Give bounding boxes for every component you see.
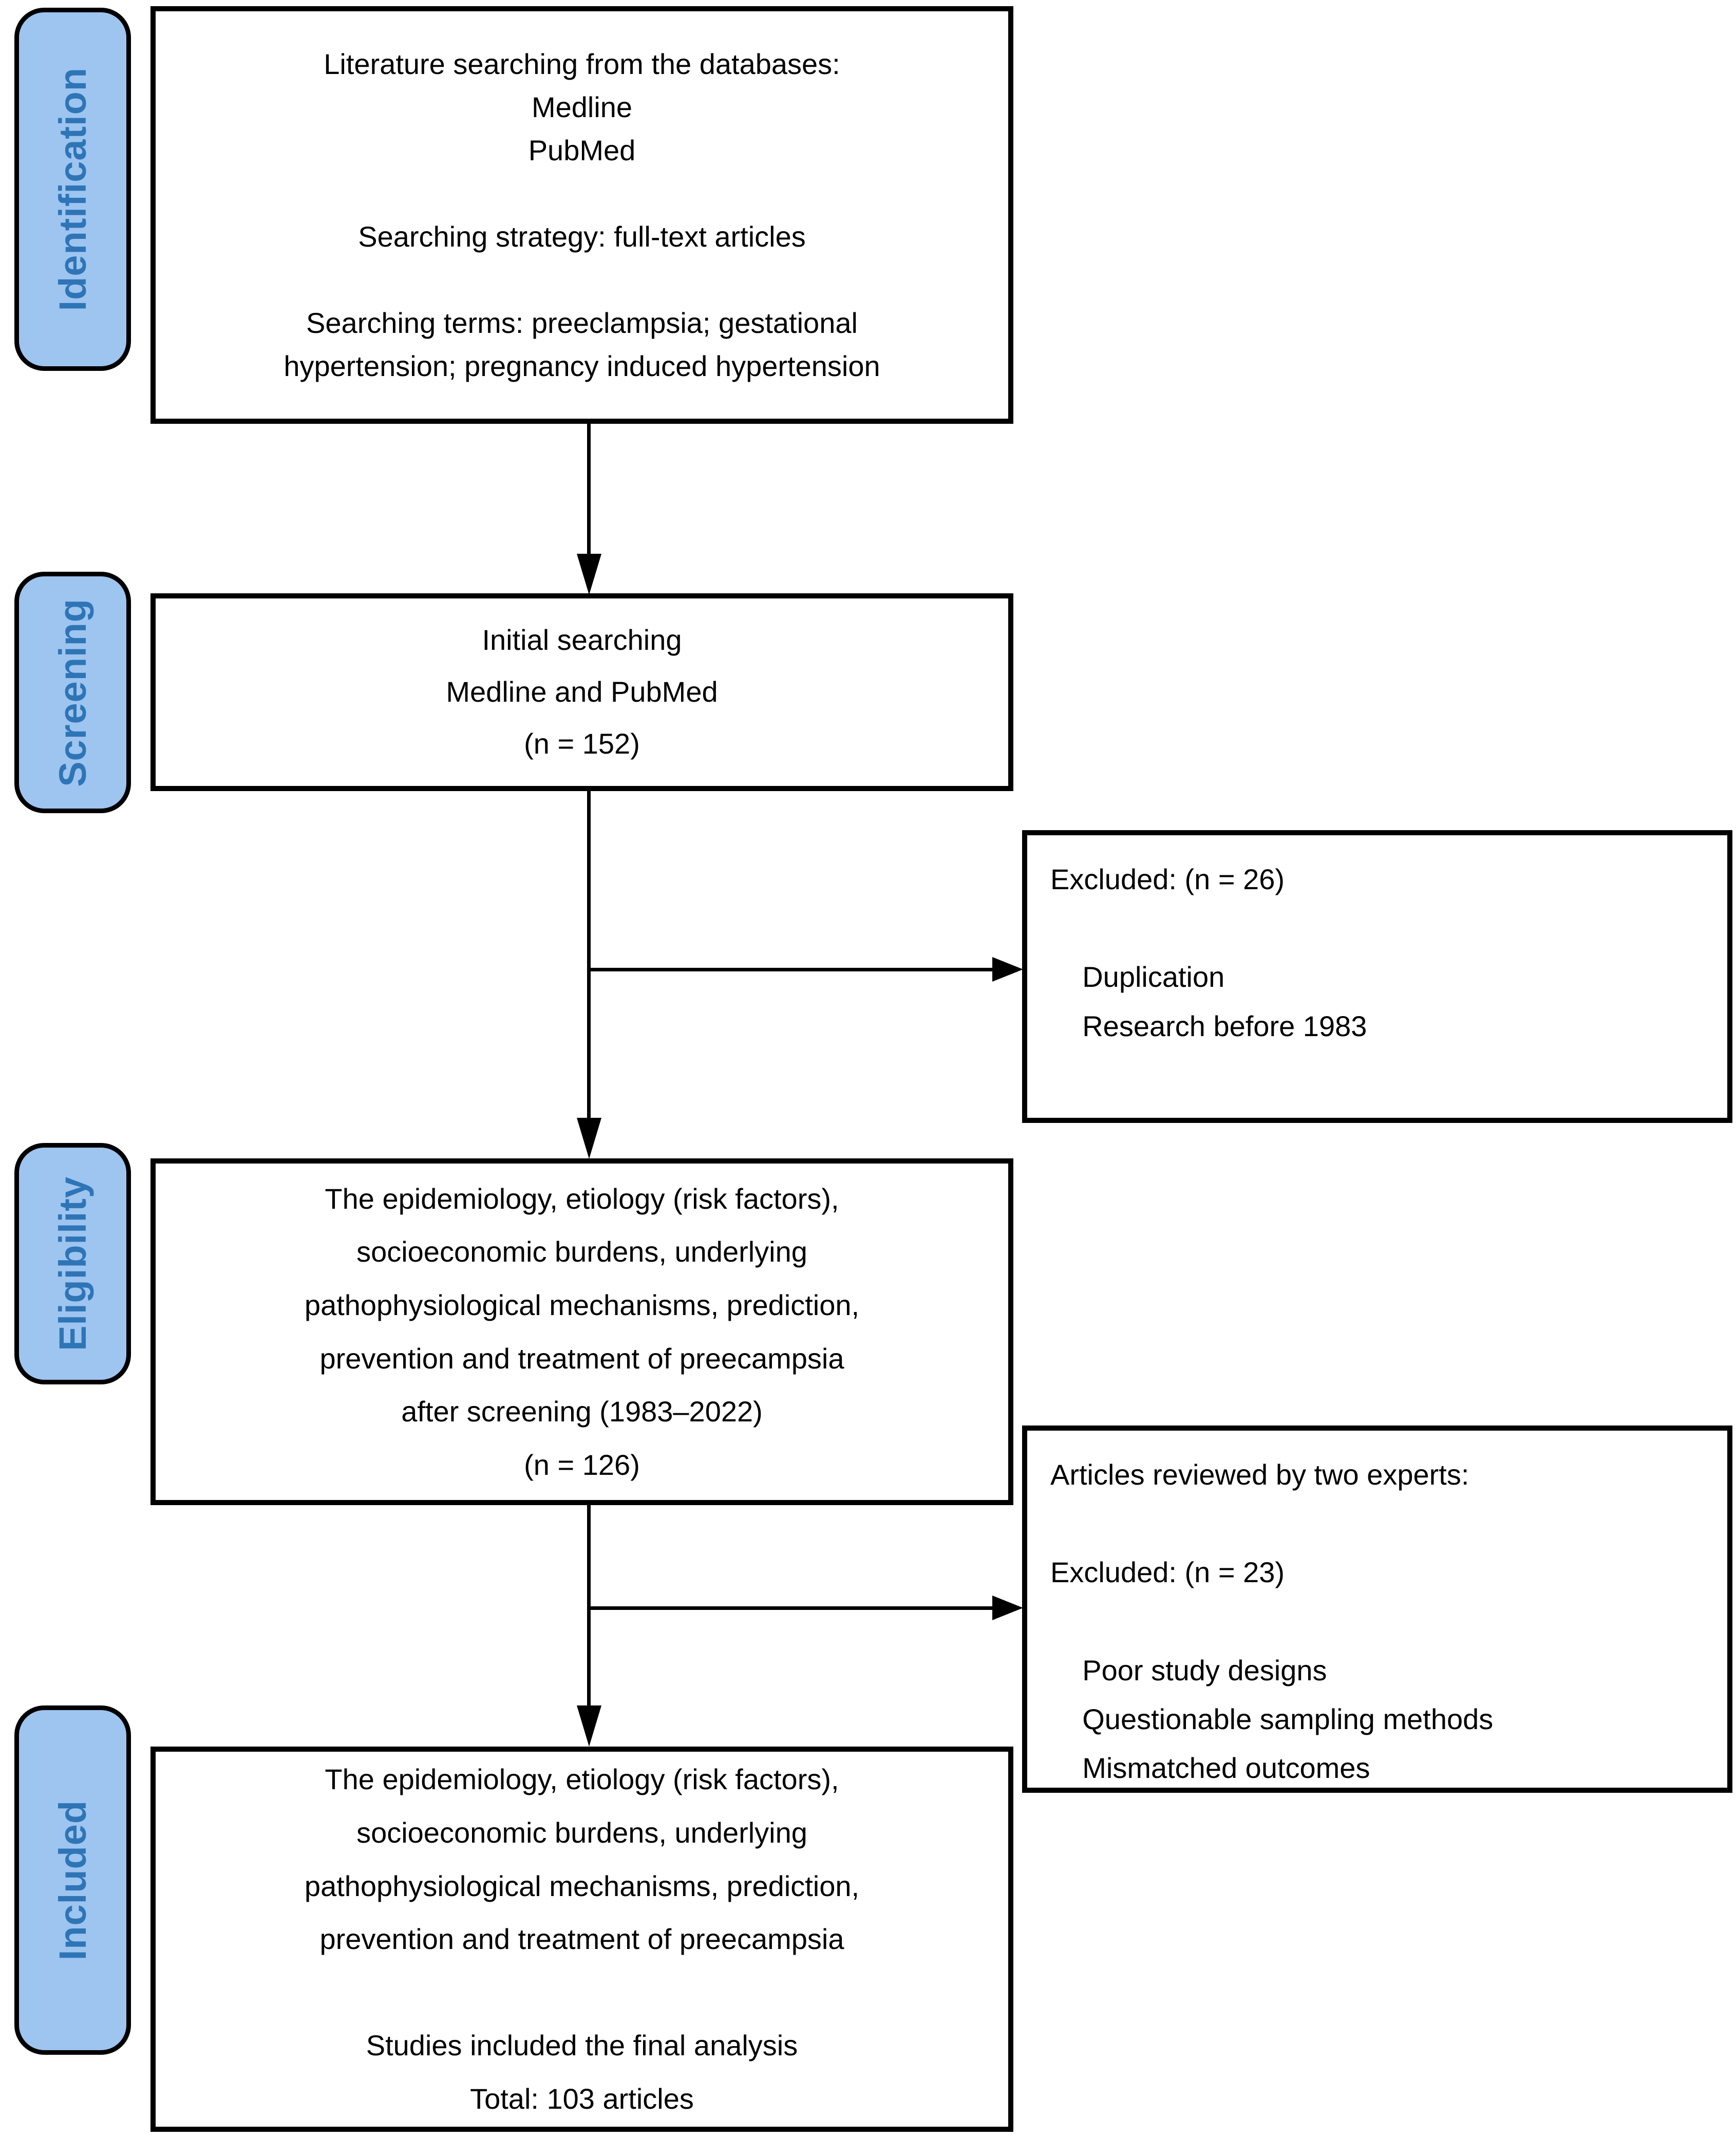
- stage-label-text: Screening: [51, 598, 94, 787]
- stage-label-eligibility: Eligibility: [14, 1143, 131, 1384]
- connector-branch-to-expert-review: [589, 1606, 994, 1610]
- stage-label-identification: Identification: [14, 8, 131, 371]
- arrow-down-icon: [577, 1118, 601, 1159]
- connector-line-screening-to-eligibility: [587, 787, 591, 1119]
- flow-box-text: Initial searching Medline and PubMed (n …: [446, 624, 718, 760]
- stage-label-text: Included: [51, 1799, 94, 1961]
- flow-box-text: The epidemiology, etiology (risk factors…: [304, 1763, 860, 2115]
- flow-box-after-screening: The epidemiology, etiology (risk factors…: [150, 1158, 1013, 1505]
- arrow-right-icon: [992, 1596, 1023, 1620]
- stage-label-screening: Screening: [14, 572, 131, 813]
- connector-line-identification-to-screening: [587, 420, 591, 555]
- flow-box-text: The epidemiology, etiology (risk factors…: [304, 1182, 860, 1481]
- flow-box-included-final-analysis: The epidemiology, etiology (risk factors…: [150, 1747, 1013, 2132]
- stage-label-text: Eligibility: [51, 1176, 94, 1351]
- arrow-down-icon: [577, 554, 601, 595]
- connector-branch-to-excluded: [589, 968, 994, 971]
- connector-line-eligibility-to-included: [587, 1502, 591, 1707]
- flow-box-initial-search: Initial searching Medline and PubMed (n …: [150, 593, 1013, 791]
- arrow-right-icon: [992, 957, 1023, 982]
- side-box-excluded-expert-review: Articles reviewed by two experts: Exclud…: [1022, 1426, 1732, 1793]
- stage-label-text: Identification: [51, 67, 94, 311]
- flow-box-literature-search: Literature searching from the databases:…: [150, 6, 1013, 424]
- side-box-text: Excluded: (n = 26) Duplication Research …: [1050, 863, 1367, 1042]
- side-box-excluded-duplication: Excluded: (n = 26) Duplication Research …: [1022, 830, 1732, 1123]
- arrow-down-icon: [577, 1705, 601, 1747]
- flow-box-text: Literature searching from the databases:…: [284, 47, 880, 382]
- side-box-text: Articles reviewed by two experts: Exclud…: [1050, 1458, 1494, 1785]
- stage-label-included: Included: [14, 1705, 131, 2055]
